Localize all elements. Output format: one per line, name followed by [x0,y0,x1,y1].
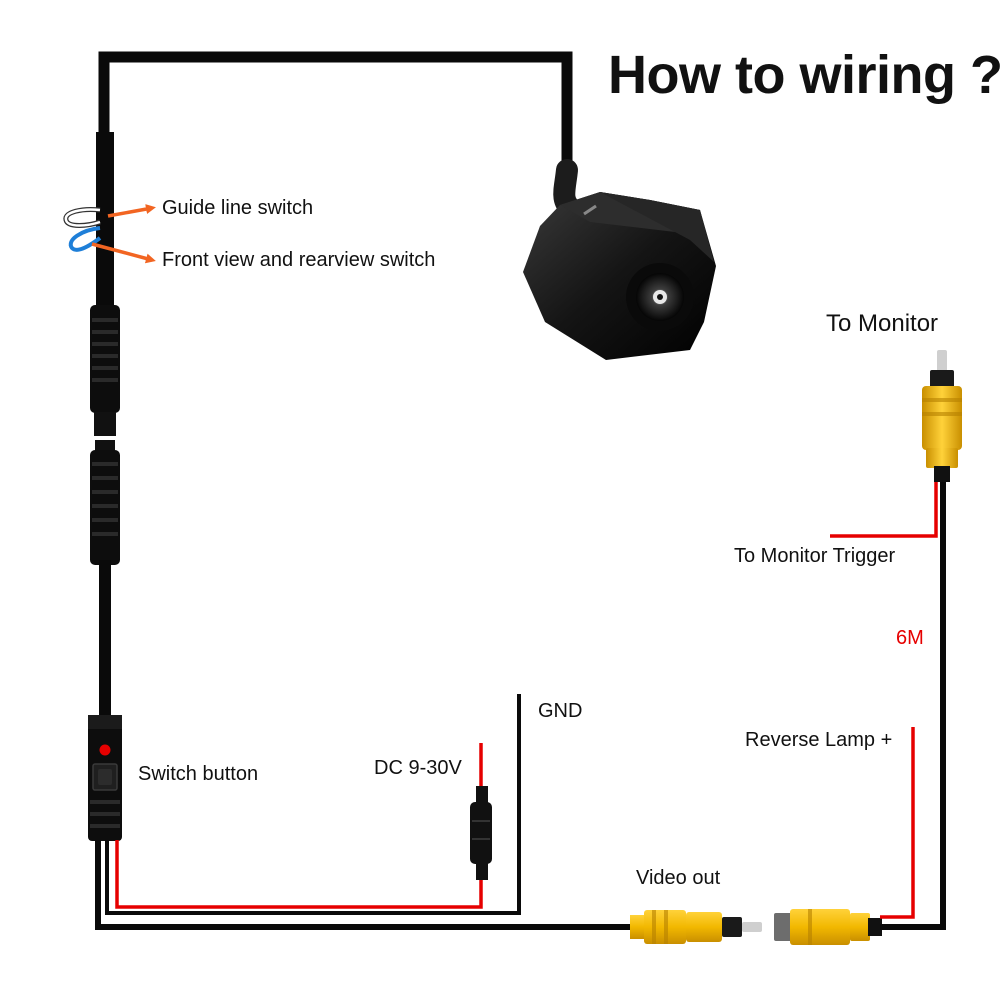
to-monitor-rca-connector [922,350,962,482]
video-out-rca-connector [630,910,762,944]
extension-cable [880,480,946,930]
front-rear-arrow [91,242,156,264]
to-monitor-trigger-label: To Monitor Trigger [734,545,896,567]
reverse-lamp-wire [880,727,915,919]
left-cable [99,560,111,720]
aviation-connector-bottom [90,440,120,565]
extension-rca-connector [774,909,882,945]
front-rear-switch-label: Front view and rearview switch [162,249,436,271]
dc-power-label: DC 9-30V [374,757,462,779]
gnd-wire [105,694,521,915]
switch-led-icon [99,744,111,756]
camera-cable [96,51,573,307]
power-wire [115,840,483,909]
guide-line-loop [63,207,101,228]
front-rear-loop [68,226,102,252]
guide-line-switch-label: Guide line switch [162,197,314,219]
page-title: How to wiring ? [608,45,1000,105]
switch-button-label: Switch button [138,763,259,785]
camera [523,192,716,360]
guide-line-arrow [107,204,156,218]
video-cable [95,840,640,930]
gnd-label: GND [538,700,583,722]
video-out-label: Video out [636,867,721,889]
monitor-trigger-wire [830,480,938,538]
switch-button-box [88,715,122,841]
aviation-connector-top [90,305,120,436]
reverse-lamp-label: Reverse Lamp + [745,729,893,751]
dc-connector [470,743,492,880]
cable-length-label: 6M [896,627,924,649]
to-monitor-label: To Monitor [826,310,939,337]
